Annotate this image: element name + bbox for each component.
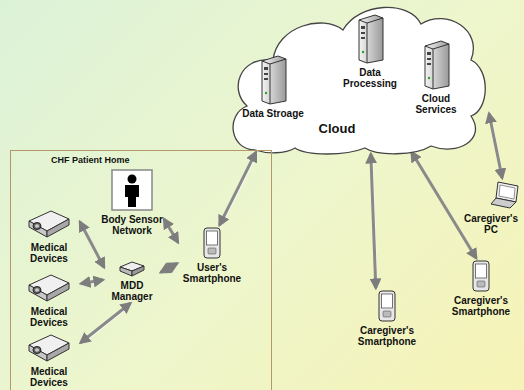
server-node: Data Processing [335, 14, 405, 89]
device-icon [25, 333, 73, 363]
server-icon [421, 40, 451, 90]
connector-highlight [165, 220, 179, 243]
double-arrow [161, 263, 177, 272]
home-region: CHF Patient HomeBody Sensor NetworkMedic… [10, 150, 272, 390]
device-node: Medical Devices [19, 333, 79, 388]
phone-node: Caregiver's Smartphone [444, 260, 518, 317]
cloud-shape: Cloud Data Stroage Data ProcessingCloud Se… [225, 0, 490, 155]
device-node: Medical Devices [19, 273, 79, 328]
laptop-node: Caregiver's PC [462, 180, 520, 235]
connector-highlight [413, 153, 478, 259]
person-node: Body Sensor Network [101, 169, 163, 236]
double-arrow [412, 152, 477, 258]
node-label: Medical Devices [19, 366, 79, 388]
node-label: Cloud Services [405, 93, 467, 115]
phone-icon [377, 290, 397, 322]
device-icon [25, 209, 73, 239]
phone-node: User's Smartphone [179, 227, 245, 284]
node-label: Medical Devices [19, 242, 79, 264]
device-node: Medical Devices [19, 209, 79, 264]
region-title: CHF Patient Home [51, 155, 130, 166]
laptop-icon [490, 180, 520, 210]
connector-highlight [162, 264, 178, 273]
server-icon [355, 14, 385, 64]
connector-highlight [490, 115, 503, 179]
node-label: Medical Devices [19, 306, 79, 328]
double-arrow [164, 219, 178, 242]
node-label: User's Smartphone [179, 262, 245, 284]
node-label: Caregiver's Smartphone [444, 295, 518, 317]
connector-highlight [82, 304, 132, 344]
connector-highlight [220, 153, 256, 226]
person-icon [111, 169, 153, 211]
phone-node: Caregiver's Smartphone [350, 290, 424, 347]
double-arrow [219, 152, 255, 225]
connector-highlight [372, 155, 377, 289]
device-icon [25, 273, 73, 303]
node-label: Body Sensor Network [101, 214, 163, 236]
double-arrow [80, 222, 104, 268]
double-arrow [81, 303, 131, 343]
node-label: MDD Manager [105, 280, 159, 302]
node-label: Caregiver's PC [462, 213, 520, 235]
node-label: Caregiver's Smartphone [350, 325, 424, 347]
cloud-label: Cloud [319, 121, 356, 136]
connector-highlight [81, 223, 105, 269]
box-node: MDD Manager [105, 261, 159, 302]
double-arrow [489, 114, 502, 178]
double-arrow [371, 154, 376, 288]
connector-highlight [82, 281, 104, 285]
node-label: Data Processing [335, 67, 405, 89]
phone-icon [202, 227, 222, 259]
box-icon [118, 261, 146, 277]
server-node: Data Stroage [236, 55, 310, 119]
server-icon [258, 55, 288, 105]
server-node: Cloud Services [405, 40, 467, 115]
node-label: Data Stroage [242, 108, 304, 119]
double-arrow [81, 280, 103, 284]
phone-icon [471, 260, 491, 292]
